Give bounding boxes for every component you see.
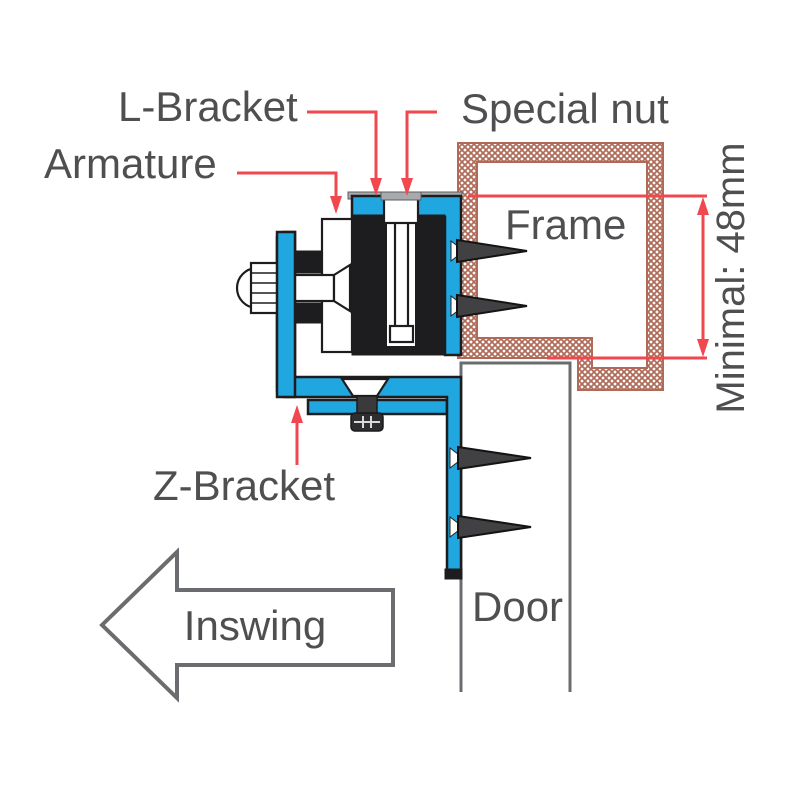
frame-profile: [457, 142, 664, 391]
magnet-assembly: [347, 191, 463, 357]
dim-arrow-up: [697, 197, 709, 215]
inswing-arrow: [99, 547, 395, 703]
bolt-countersunk-head: [332, 263, 352, 313]
leader-l-bracket: [307, 110, 378, 180]
z-bracket-leg-end-cap: [444, 568, 463, 580]
sex-bolt: [235, 261, 352, 315]
leader-armature: [237, 171, 338, 198]
label-z-bracket: Z-Bracket: [153, 462, 335, 509]
label-special-nut: Special nut: [461, 85, 669, 132]
special-nut: [382, 197, 420, 225]
armature-spacer-top: [295, 250, 323, 274]
z-bracket-upright-leg: [275, 230, 297, 399]
knurled-nut: [249, 261, 282, 315]
dim-arrow-down: [697, 339, 709, 357]
countersunk-screw: [339, 377, 391, 432]
label-armature: Armature: [44, 140, 217, 187]
label-l-bracket: L-Bracket: [118, 83, 298, 130]
label-frame: Frame: [505, 201, 626, 248]
label-dimension: Minimal: 48mm: [709, 142, 753, 413]
label-inswing: Inswing: [184, 602, 326, 649]
door-mounting-screws: [449, 445, 532, 540]
armature-spacer-bottom: [295, 302, 323, 324]
magnet-bolt-washer: [388, 324, 415, 344]
label-door: Door: [472, 583, 563, 630]
dimension-lines: [468, 194, 709, 360]
leader-lines: [237, 110, 437, 465]
leader-special-nut: [405, 110, 437, 180]
frame-mounting-screws: [450, 238, 528, 319]
special-nut-cap: [380, 191, 422, 201]
